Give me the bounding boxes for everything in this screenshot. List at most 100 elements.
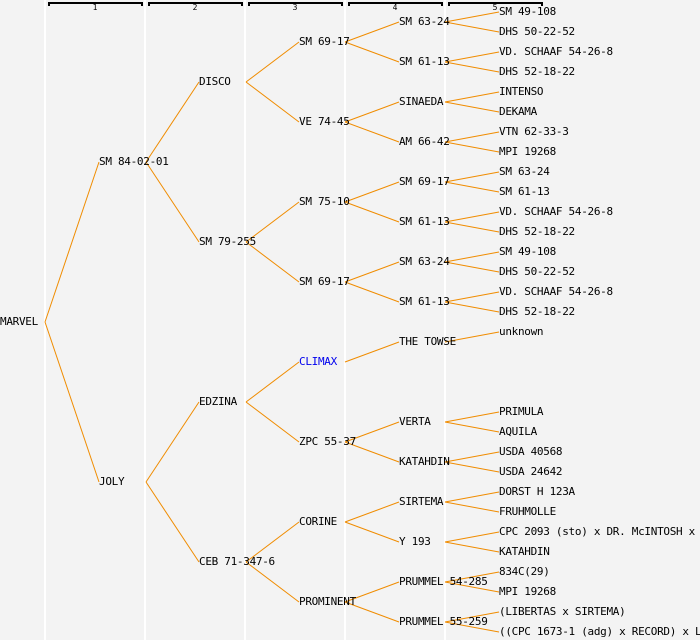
pedigree-edge bbox=[145, 161, 200, 243]
pedigree-edge bbox=[44, 321, 100, 483]
column-separator bbox=[444, 0, 446, 640]
ancestor-gen-5: VD. SCHAAF 54-26-8 bbox=[499, 46, 613, 58]
pedigree-edge bbox=[444, 211, 500, 223]
ancestor-gen-5: 834C(29) bbox=[499, 566, 550, 578]
ancestor-gen-5: SM 49-108 bbox=[499, 6, 556, 18]
pedigree-edge bbox=[444, 101, 500, 113]
pedigree-edge bbox=[344, 601, 400, 623]
ancestor-gen-4: PRUMMEL 55-259 bbox=[399, 615, 488, 628]
ancestor-gen-3: ZPC 55-37 bbox=[299, 435, 356, 448]
ancestor-gen-5: FRUHMOLLE bbox=[499, 506, 556, 518]
pedigree-edge bbox=[344, 121, 400, 143]
pedigree-edge bbox=[344, 581, 400, 603]
ancestor-gen-5: USDA 24642 bbox=[499, 466, 563, 478]
ancestor-gen-5: AQUILA bbox=[499, 426, 537, 438]
column-separator bbox=[244, 0, 246, 640]
pedigree-edge bbox=[444, 221, 500, 233]
pedigree-edge bbox=[344, 181, 400, 203]
ancestor-gen-5: USDA 40568 bbox=[499, 446, 563, 458]
ancestor-gen-4: SIRTEMA bbox=[399, 495, 444, 508]
pedigree-edge bbox=[444, 411, 500, 423]
pedigree-edge bbox=[444, 11, 500, 23]
generation-bracket bbox=[148, 2, 243, 6]
ancestor-gen-5: MPI 19268 bbox=[499, 146, 556, 158]
pedigree-edge bbox=[344, 441, 400, 463]
pedigree-edge bbox=[444, 171, 500, 183]
pedigree-edge bbox=[344, 261, 400, 283]
pedigree-edge bbox=[344, 341, 400, 363]
pedigree-edge bbox=[444, 181, 500, 193]
pedigree-edge bbox=[444, 131, 500, 143]
ancestor-gen-2: SM 79-255 bbox=[199, 235, 256, 248]
ancestor-gen-2: CEB 71-347-6 bbox=[199, 555, 275, 568]
ancestor-gen-5: DORST H 123A bbox=[499, 486, 575, 498]
pedigree-edge bbox=[344, 101, 400, 123]
ancestor-gen-2: DISCO bbox=[199, 75, 231, 88]
pedigree-edge bbox=[444, 581, 500, 593]
column-separator bbox=[144, 0, 146, 640]
column-separator bbox=[344, 0, 346, 640]
ancestor-gen-5: DEKAMA bbox=[499, 106, 537, 118]
ancestor-gen-4: SM 63-24 bbox=[399, 15, 450, 28]
ancestor-gen-4: KATAHDIN bbox=[399, 455, 450, 468]
pedigree-edge bbox=[344, 521, 400, 543]
pedigree-edge bbox=[444, 491, 500, 503]
ancestor-gen-4: VERTA bbox=[399, 415, 431, 428]
pedigree-edge bbox=[444, 611, 500, 623]
ancestor-gen-3: PROMINENT bbox=[299, 595, 356, 608]
ancestor-gen-5: DHS 52-18-22 bbox=[499, 226, 575, 238]
pedigree-edge bbox=[145, 401, 200, 483]
ancestor-gen-3: SM 69-17 bbox=[299, 35, 350, 48]
ancestor-gen-5: SM 49-108 bbox=[499, 246, 556, 258]
ancestor-gen-5: SM 63-24 bbox=[499, 166, 550, 178]
pedigree-edge bbox=[245, 561, 300, 603]
pedigree-edge bbox=[245, 361, 300, 403]
generation-bracket bbox=[448, 2, 543, 6]
ancestor-gen-2: EDZINA bbox=[199, 395, 237, 408]
pedigree-edge bbox=[344, 501, 400, 523]
generation-number: 1 bbox=[92, 3, 98, 12]
pedigree-edge bbox=[444, 51, 500, 63]
ancestor-gen-5: VD. SCHAAF 54-26-8 bbox=[499, 286, 613, 298]
pedigree-edge bbox=[444, 451, 500, 463]
pedigree-edge bbox=[245, 201, 300, 243]
pedigree-edge bbox=[444, 461, 500, 473]
ancestor-gen-5: CPC 2093 (sto) x DR. McINTOSH x B7 bbox=[499, 526, 700, 538]
generation-bracket bbox=[248, 2, 343, 6]
ancestor-gen-4: Y 193 bbox=[399, 535, 431, 548]
ancestor-gen-5: (LIBERTAS x SIRTEMA) bbox=[499, 606, 626, 618]
pedigree-edge bbox=[344, 41, 400, 63]
generation-bracket bbox=[48, 2, 143, 6]
pedigree-edge bbox=[245, 401, 300, 443]
pedigree-edge bbox=[44, 161, 100, 323]
pedigree-edge bbox=[344, 201, 400, 223]
ancestor-gen-5: PRIMULA bbox=[499, 406, 544, 418]
ancestor-gen-3[interactable]: CLIMAX bbox=[299, 355, 337, 368]
ancestor-gen-3: SM 75-10 bbox=[299, 195, 350, 208]
pedigree-edge bbox=[444, 571, 500, 583]
ancestor-gen-5: unknown bbox=[499, 326, 544, 338]
ancestor-gen-5: VD. SCHAAF 54-26-8 bbox=[499, 206, 613, 218]
generation-number: 4 bbox=[392, 3, 398, 12]
pedigree-edge bbox=[344, 281, 400, 303]
pedigree-edge bbox=[245, 41, 300, 83]
ancestor-gen-5: DHS 52-18-22 bbox=[499, 66, 575, 78]
pedigree-edge bbox=[444, 61, 500, 73]
ancestor-gen-5: INTENSO bbox=[499, 86, 544, 98]
ancestor-gen-4: SM 61-13 bbox=[399, 215, 450, 228]
pedigree-edge bbox=[444, 621, 500, 633]
pedigree-edge bbox=[444, 541, 500, 553]
ancestor-gen-4: SM 61-13 bbox=[399, 295, 450, 308]
ancestor-gen-5: DHS 50-22-52 bbox=[499, 26, 575, 38]
ancestor-gen-4: THE TOWSE bbox=[399, 335, 456, 348]
ancestor-gen-4: SM 69-17 bbox=[399, 175, 450, 188]
root-variety: MARVEL bbox=[0, 315, 38, 328]
generation-number: 3 bbox=[292, 3, 298, 12]
pedigree-edge bbox=[444, 251, 500, 263]
generation-bracket bbox=[348, 2, 443, 6]
ancestor-gen-4: SM 63-24 bbox=[399, 255, 450, 268]
generation-number: 2 bbox=[192, 3, 198, 12]
ancestor-gen-5: VTN 62-33-3 bbox=[499, 126, 569, 138]
